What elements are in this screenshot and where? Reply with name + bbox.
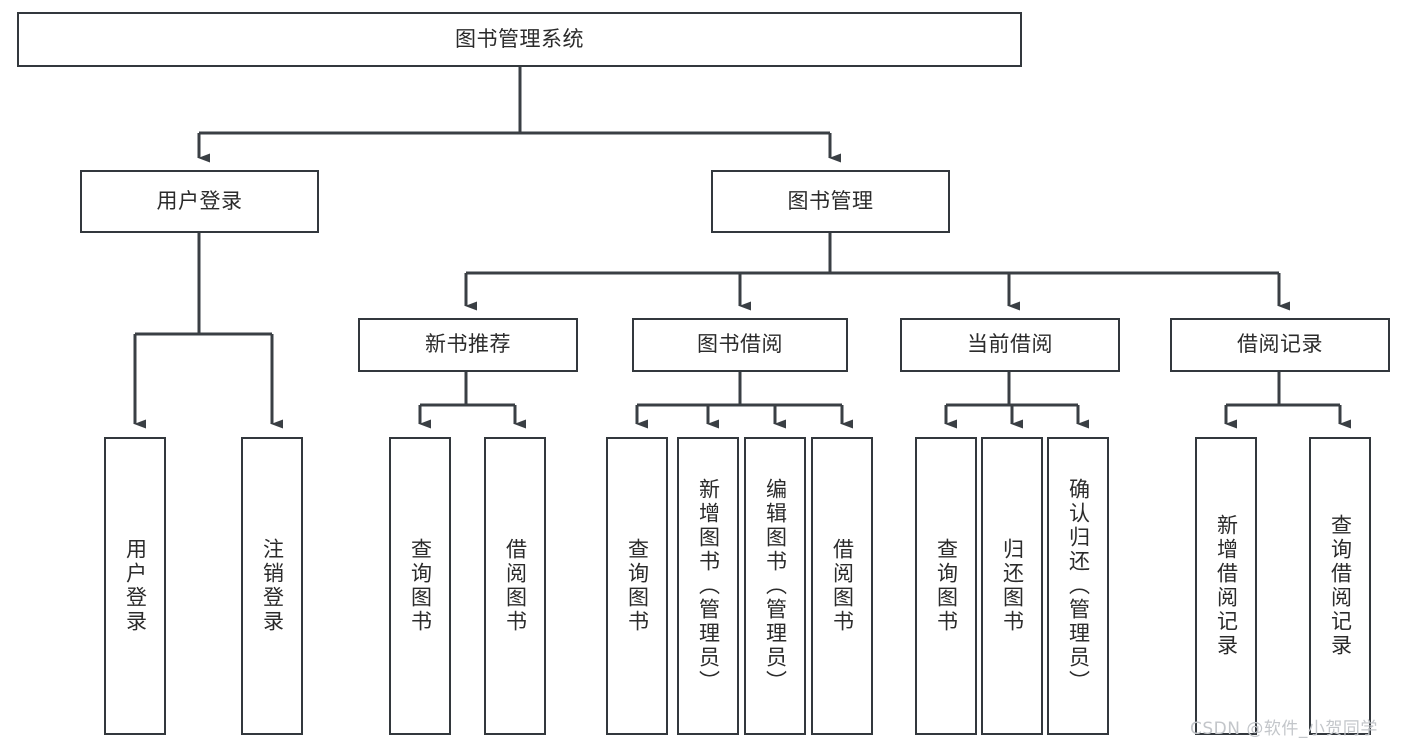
node-leaf-borrow-book-recommend[interactable]: 借阅图书 <box>484 437 546 735</box>
node-borrowing-record[interactable]: 借阅记录 <box>1170 318 1390 372</box>
node-leaf-user-login[interactable]: 用户登录 <box>104 437 166 735</box>
node-label: 查询图书 <box>934 538 959 634</box>
node-label: 借阅记录 <box>1237 332 1323 357</box>
node-book-management[interactable]: 图书管理 <box>711 170 950 233</box>
node-current-borrowing[interactable]: 当前借阅 <box>900 318 1120 372</box>
node-leaf-return-book[interactable]: 归还图书 <box>981 437 1043 735</box>
node-label: 图书管理系统 <box>455 26 584 51</box>
node-label: 新增借阅记录 <box>1214 514 1239 658</box>
node-label: 用户登录 <box>123 538 148 634</box>
node-label: 借阅图书 <box>830 538 855 634</box>
node-label: 确认归还（管理员） <box>1066 478 1091 694</box>
node-label: 注销登录 <box>260 538 285 634</box>
node-user-login[interactable]: 用户登录 <box>80 170 319 233</box>
node-leaf-query-borrow-record[interactable]: 查询借阅记录 <box>1309 437 1371 735</box>
node-label: 查询图书 <box>625 538 650 634</box>
node-leaf-edit-book-admin[interactable]: 编辑图书（管理员） <box>744 437 806 735</box>
node-leaf-query-book-current[interactable]: 查询图书 <box>915 437 977 735</box>
node-leaf-query-book-borrow[interactable]: 查询图书 <box>606 437 668 735</box>
csdn-watermark: CSDN @软件_小贺同学 <box>1190 719 1378 739</box>
node-label: 借阅图书 <box>503 538 528 634</box>
node-label: 归还图书 <box>1000 538 1025 634</box>
node-leaf-add-book-admin[interactable]: 新增图书（管理员） <box>677 437 739 735</box>
node-label: 编辑图书（管理员） <box>763 478 788 694</box>
node-root-book-management-system[interactable]: 图书管理系统 <box>17 12 1022 67</box>
node-label: 图书借阅 <box>697 332 783 357</box>
node-leaf-add-borrow-record[interactable]: 新增借阅记录 <box>1195 437 1257 735</box>
node-leaf-confirm-return-admin[interactable]: 确认归还（管理员） <box>1047 437 1109 735</box>
node-label: 查询借阅记录 <box>1328 514 1353 658</box>
node-label: 用户登录 <box>156 188 243 213</box>
node-label: 当前借阅 <box>967 332 1053 357</box>
node-leaf-logout[interactable]: 注销登录 <box>241 437 303 735</box>
node-book-borrowing[interactable]: 图书借阅 <box>632 318 848 372</box>
node-new-book-recommendation[interactable]: 新书推荐 <box>358 318 578 372</box>
node-label: 新书推荐 <box>425 332 511 357</box>
node-label: 图书管理 <box>787 188 874 213</box>
node-label: 新增图书（管理员） <box>696 478 721 694</box>
node-label: 查询图书 <box>408 538 433 634</box>
node-leaf-query-book-recommend[interactable]: 查询图书 <box>389 437 451 735</box>
node-leaf-borrow-book[interactable]: 借阅图书 <box>811 437 873 735</box>
